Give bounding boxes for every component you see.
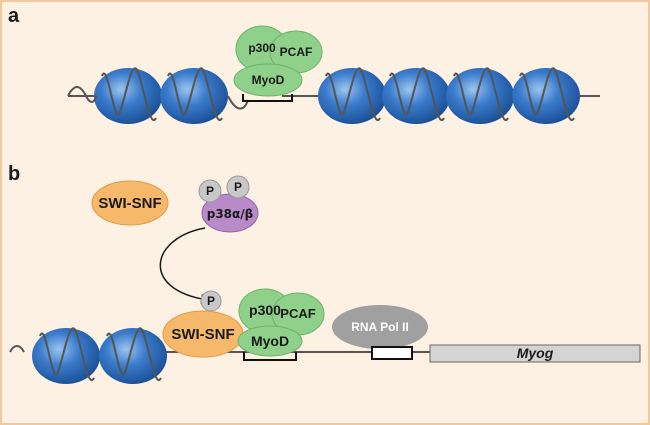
phosphate-icon <box>200 290 222 312</box>
bound-swi-snf-complex: SWI-SNF P <box>162 290 244 358</box>
panel-a-nucleosome-4 <box>382 67 450 124</box>
free-swi-snf-label: SWI-SNF <box>98 195 161 212</box>
phosphate-label: P <box>206 184 214 198</box>
myod-label: MyoD <box>251 333 289 349</box>
panel-a-dna-segment <box>227 95 249 110</box>
promoter-box <box>371 346 413 360</box>
p38-label: p38α/β <box>207 207 254 221</box>
phosphate-label: P <box>207 294 215 308</box>
panel-a-nucleosome-3 <box>318 67 386 124</box>
panel-b-binding-site <box>243 352 297 361</box>
phosphate-icon <box>198 179 222 203</box>
pcaf-label: PCAF <box>280 45 313 59</box>
panel-b-coactivator-complex: p300 PCAF MyoD <box>237 288 325 357</box>
phosphorylation-arrow <box>159 227 211 304</box>
rna-polymerase-ii: RNA Pol II <box>332 305 428 349</box>
p300-label: p300 <box>249 302 281 318</box>
myod-protein <box>233 63 303 97</box>
myog-gene: Myog <box>429 344 641 363</box>
panel-a-binding-site <box>242 94 293 102</box>
panel-a-dna-tail-left <box>67 86 97 103</box>
panel-a-nucleosome-1 <box>94 67 162 124</box>
myod-protein <box>237 325 303 357</box>
phosphate-label: P <box>234 180 242 194</box>
myod-label: MyoD <box>252 73 285 87</box>
panel-a-nucleosome-6 <box>512 67 580 124</box>
bound-swi-snf-label: SWI-SNF <box>171 326 234 343</box>
panel-b-nucleosome-1 <box>32 327 100 384</box>
phosphate-icon <box>226 175 250 199</box>
myog-gene-label: Myog <box>517 345 554 361</box>
pcaf-label: PCAF <box>280 306 315 321</box>
free-swi-snf-complex: SWI-SNF <box>91 180 169 226</box>
p300-label: p300 <box>248 41 276 55</box>
panel-b-dna-tail-left <box>9 345 25 353</box>
panel-a-nucleosome-2 <box>160 67 228 124</box>
panel-a-coactivator-complex: p300 PCAF MyoD <box>233 25 323 97</box>
panel-a-nucleosome-5 <box>446 67 514 124</box>
panel-a-label: a <box>8 5 20 27</box>
panel-b-label: b <box>8 163 20 185</box>
rna-pol-ii-label: RNA Pol II <box>351 320 409 334</box>
p38-kinase-complex: P P p38α/β <box>198 175 259 233</box>
panel-b-nucleosome-2 <box>99 327 167 384</box>
